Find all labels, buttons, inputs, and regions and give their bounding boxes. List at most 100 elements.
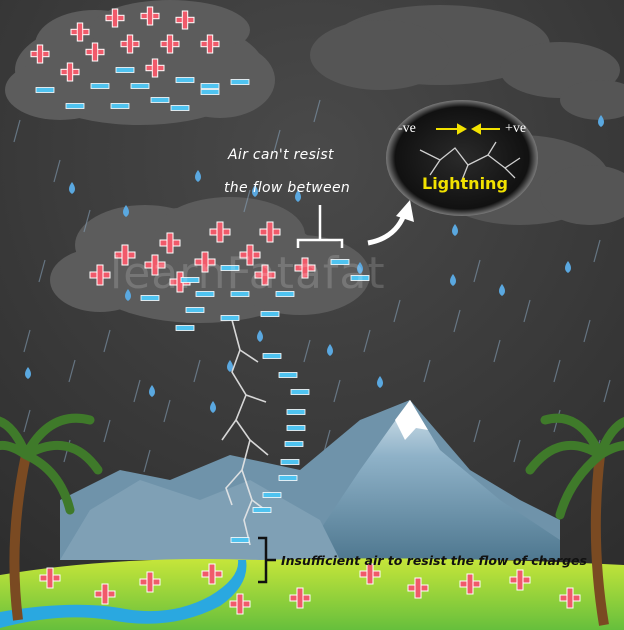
negative-charge bbox=[130, 83, 150, 89]
positive-charge bbox=[139, 571, 161, 593]
rain-drop bbox=[565, 261, 571, 273]
grass-ground bbox=[0, 558, 624, 630]
rain-streak bbox=[453, 309, 461, 333]
negative-charge bbox=[252, 507, 272, 513]
positive-charge bbox=[254, 264, 276, 286]
rain-drops bbox=[25, 115, 604, 413]
cloud-gap-bracket bbox=[296, 205, 344, 248]
negative-charge bbox=[230, 537, 250, 543]
positive-charge bbox=[120, 34, 140, 54]
negative-charge bbox=[275, 291, 295, 297]
positive-charge bbox=[70, 22, 90, 42]
positive-charge bbox=[407, 577, 429, 599]
positive-charge bbox=[239, 244, 261, 266]
positive-charge bbox=[175, 10, 195, 30]
negative-charge bbox=[65, 103, 85, 109]
negative-charge bbox=[262, 353, 282, 359]
rain-streak bbox=[133, 379, 141, 403]
negative-charges bbox=[35, 67, 370, 543]
insufficient-air-label: Insufficient air to resist the flow of c… bbox=[281, 553, 587, 568]
positive-charge-label: +ve bbox=[505, 121, 527, 136]
negative-charge bbox=[280, 459, 300, 465]
rain-drop bbox=[450, 274, 456, 286]
rain-drop bbox=[377, 376, 383, 388]
positive-charge bbox=[60, 62, 80, 82]
rain-streak bbox=[333, 379, 341, 403]
rain-streak bbox=[473, 259, 481, 283]
mountains bbox=[60, 400, 560, 560]
right-palm bbox=[525, 413, 624, 626]
rain-drop bbox=[327, 344, 333, 356]
lightning-bolt bbox=[221, 319, 269, 546]
air-cant-resist-label-line1: Air can't resist bbox=[228, 147, 334, 163]
positive-charge bbox=[30, 44, 50, 64]
negative-charge bbox=[230, 79, 250, 85]
positive-charge bbox=[140, 6, 160, 26]
positive-charge bbox=[159, 232, 181, 254]
negative-charge bbox=[140, 295, 160, 301]
negative-charge bbox=[284, 441, 304, 447]
negative-charge bbox=[115, 67, 135, 73]
rain-streak bbox=[553, 359, 561, 383]
negative-charge bbox=[230, 291, 250, 297]
negative-charge bbox=[286, 425, 306, 431]
positive-charge bbox=[559, 587, 581, 609]
rain-streak bbox=[583, 319, 591, 343]
positive-charge bbox=[145, 58, 165, 78]
positive-charge bbox=[144, 254, 166, 276]
rain-drop bbox=[125, 289, 131, 301]
inset-arrow-head bbox=[396, 200, 414, 222]
negative-charge bbox=[260, 311, 280, 317]
negative-charge bbox=[150, 97, 170, 103]
rain-streak bbox=[193, 359, 201, 383]
rain-streak bbox=[513, 439, 521, 463]
rain-drop bbox=[499, 284, 505, 296]
rain-streak bbox=[13, 119, 21, 143]
rain-streak bbox=[593, 239, 601, 263]
rain-drop bbox=[210, 401, 216, 413]
negative-charge bbox=[278, 475, 298, 481]
rain-streak bbox=[143, 449, 151, 473]
rain-streak bbox=[23, 329, 31, 353]
rain-drop bbox=[25, 367, 31, 379]
positive-charge bbox=[160, 34, 180, 54]
rain-streak bbox=[68, 359, 76, 383]
rain-drop bbox=[149, 385, 155, 397]
river bbox=[0, 560, 247, 628]
ground-gap-bracket bbox=[258, 536, 276, 584]
positive-charge bbox=[294, 257, 316, 279]
rain-drop bbox=[357, 262, 363, 274]
rain-drop bbox=[452, 224, 458, 236]
rain-streak bbox=[243, 189, 251, 213]
negative-charge bbox=[110, 103, 130, 109]
negative-charge bbox=[175, 77, 195, 83]
left-palm bbox=[0, 413, 103, 621]
positive-charge bbox=[105, 8, 125, 28]
positive-charge bbox=[289, 587, 311, 609]
rain-streak bbox=[323, 429, 331, 453]
rain-drop bbox=[252, 185, 258, 197]
rain-drop bbox=[598, 115, 604, 127]
positive-charge bbox=[259, 221, 281, 243]
rain-streak bbox=[163, 399, 171, 423]
positive-charge bbox=[201, 563, 223, 585]
rain-drop bbox=[257, 330, 263, 342]
negative-charge bbox=[200, 89, 220, 95]
positive-charge bbox=[509, 569, 531, 591]
negative-charge bbox=[90, 83, 110, 89]
rain-streak bbox=[38, 259, 46, 283]
negative-charge bbox=[220, 265, 240, 271]
positive-charges bbox=[30, 6, 581, 615]
inset-arrow bbox=[367, 213, 407, 246]
rain-streak bbox=[83, 209, 91, 233]
negative-charge bbox=[350, 275, 370, 281]
positive-charge bbox=[89, 264, 111, 286]
watermark: learnFatafat bbox=[110, 248, 386, 299]
rain-streak bbox=[523, 299, 531, 323]
positive-charge bbox=[359, 563, 381, 585]
negative-charge bbox=[220, 315, 240, 321]
rain-streak bbox=[473, 419, 481, 443]
negative-charge bbox=[278, 372, 298, 378]
positive-charge bbox=[200, 34, 220, 54]
